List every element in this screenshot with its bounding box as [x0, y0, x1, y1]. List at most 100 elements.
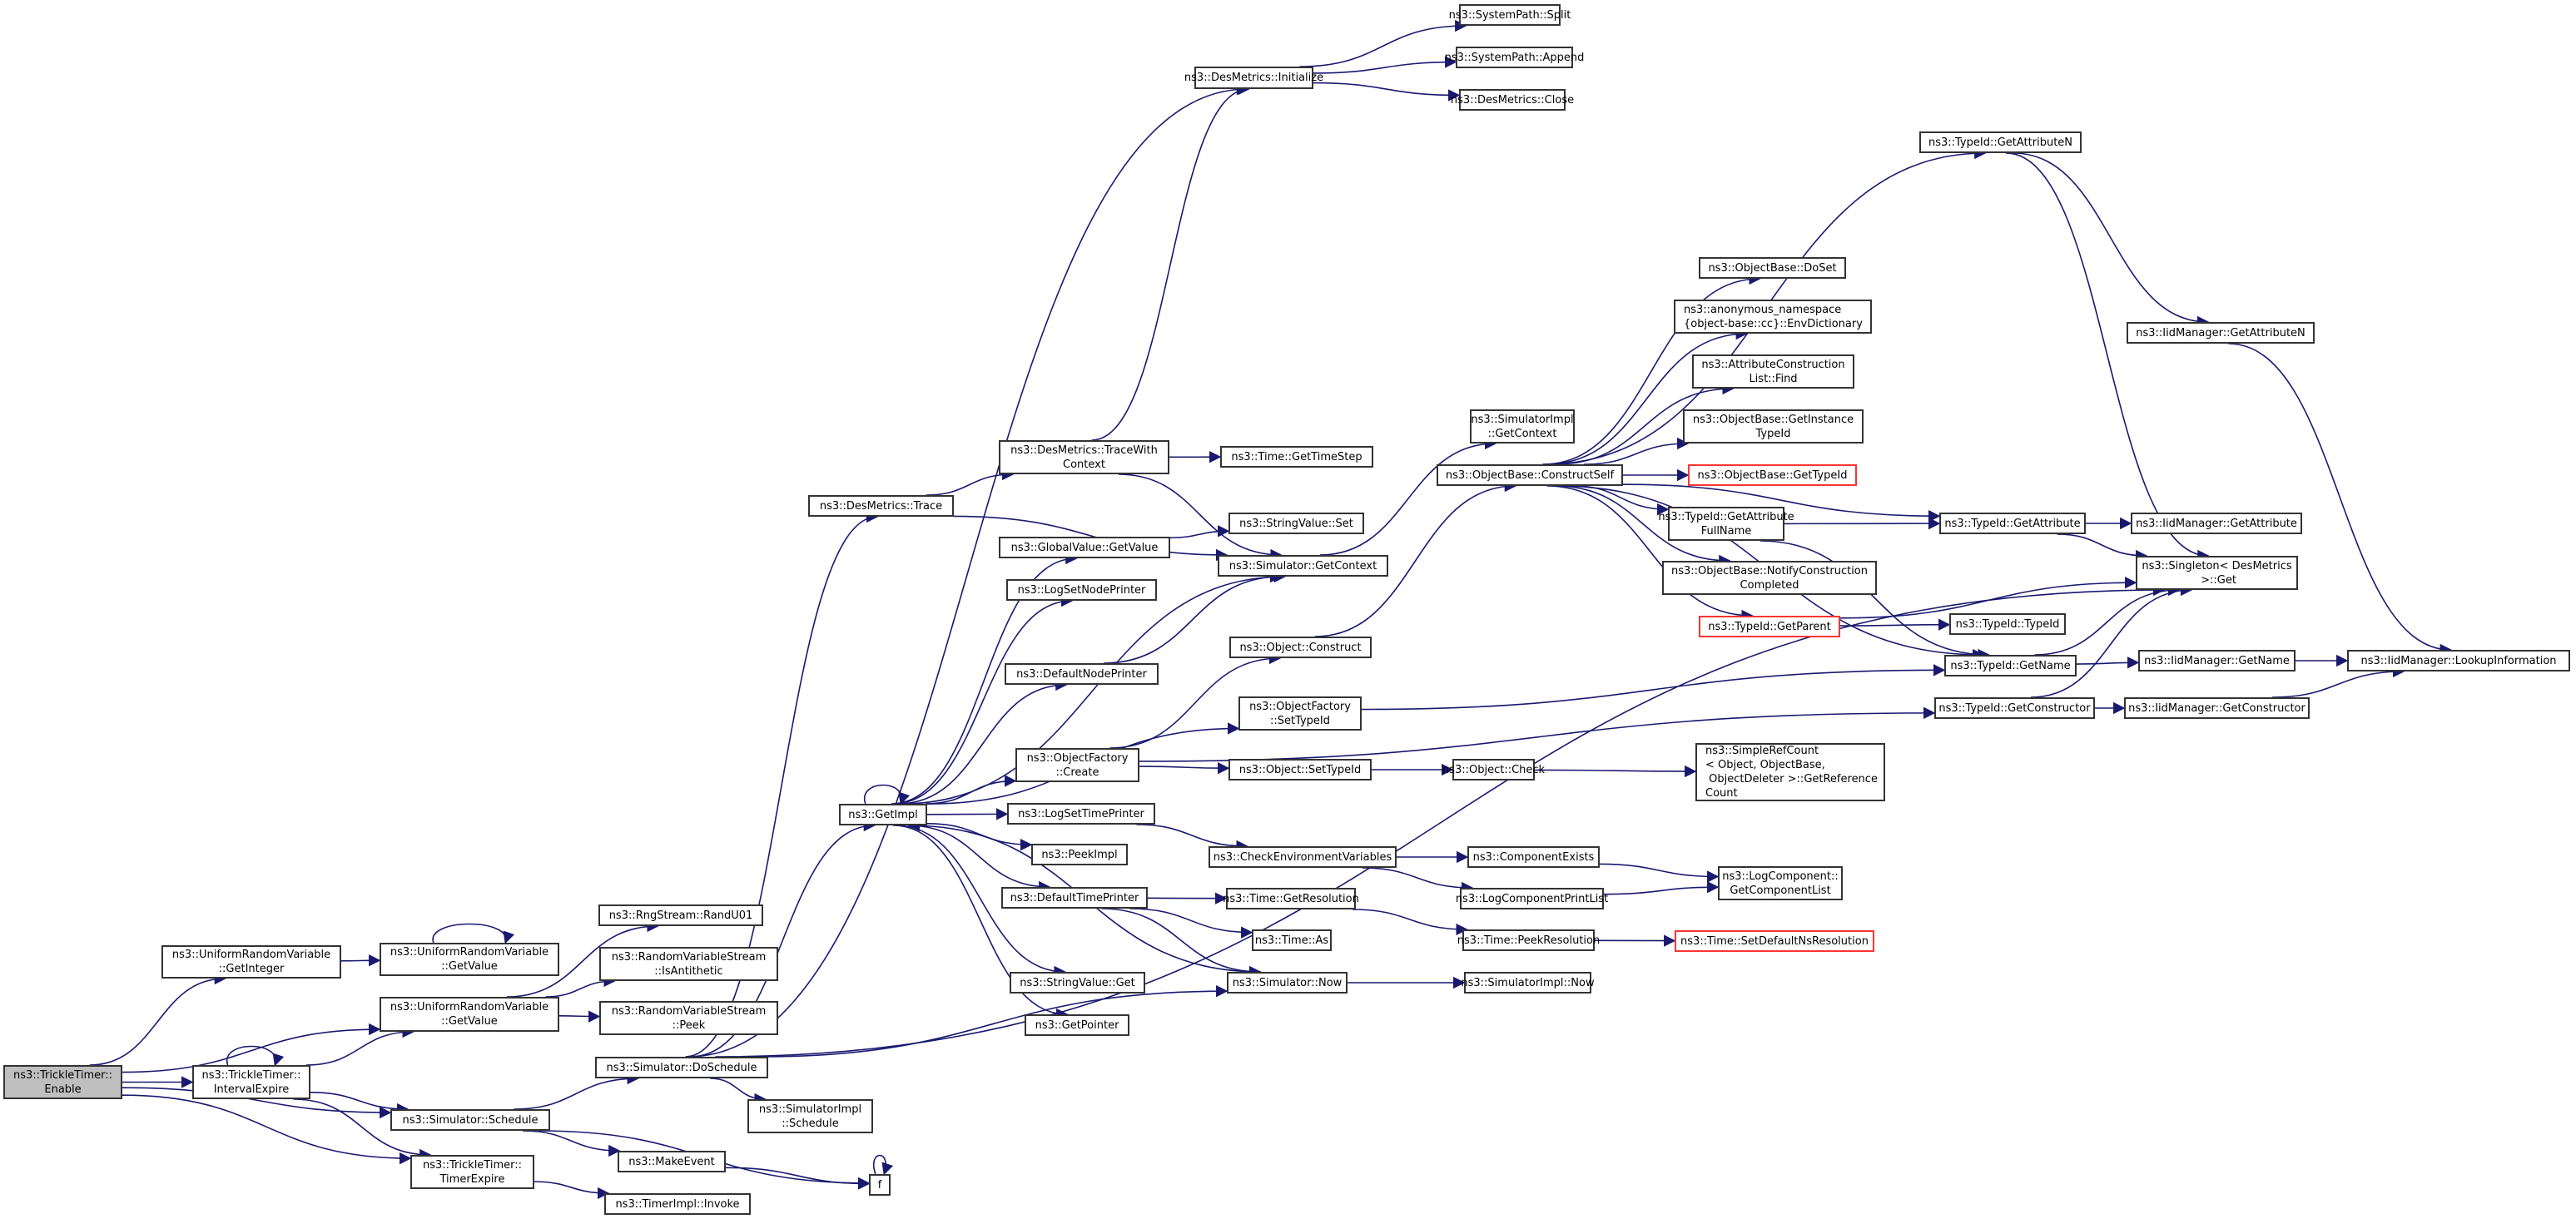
call-edge [293, 1098, 432, 1162]
node-desmetrics-close[interactable]: ns3::DesMetrics::Close [1451, 89, 1574, 111]
node-time-gettimestep[interactable]: ns3::Time::GetTimeStep [1220, 446, 1373, 468]
node-label-line: GetComponentList [1730, 884, 1831, 897]
node-object-settypeid[interactable]: ns3::Object::SetTypeId [1228, 759, 1372, 780]
node-iidmanager-getname[interactable]: ns3::IidManager::GetName [2138, 650, 2296, 671]
node-typeid-getattribute[interactable]: ns3::TypeId::GetAttribute [1939, 513, 2086, 534]
node-desmetrics-initialize[interactable]: ns3::DesMetrics::Initialize [1184, 67, 1323, 89]
node-systempath-split[interactable]: ns3::SystemPath::Split [1449, 4, 1571, 26]
call-edge [1104, 570, 1283, 664]
node-trickletimer-intervalexpire[interactable]: ns3::TrickleTimer::IntervalExpire [192, 1065, 310, 1099]
node-getimpl[interactable]: ns3::GetImpl [839, 804, 927, 825]
node-defaultnodeprinter[interactable]: ns3::DefaultNodePrinter [1005, 663, 1159, 685]
node-desmetrics-trace[interactable]: ns3::DesMetrics::Trace [808, 495, 954, 517]
node-label-line: ns3::Object::SetTypeId [1238, 763, 1362, 776]
node-objectfactory-create[interactable]: ns3::ObjectFactory::Create [1015, 748, 1139, 782]
node-objectbase-gettypeid[interactable]: ns3::ObjectBase::GetTypeId [1688, 464, 1857, 486]
node-simulator-now[interactable]: ns3::Simulator::Now [1227, 972, 1348, 994]
node-urv-getinteger[interactable]: ns3::UniformRandomVariable::GetInteger [161, 945, 341, 979]
node-getpointer[interactable]: ns3::GetPointer [1025, 1014, 1129, 1036]
node-simulatorimpl-now[interactable]: ns3::SimulatorImpl::Now [1461, 972, 1595, 994]
node-objectfactory-settypeid[interactable]: ns3::ObjectFactory::SetTypeId [1238, 696, 1362, 731]
node-objectbase-doset[interactable]: ns3::ObjectBase::DoSet [1699, 257, 1846, 279]
node-simulator-schedule[interactable]: ns3::Simulator::Schedule [390, 1109, 550, 1131]
node-simulatorimpl-getcontext[interactable]: ns3::SimulatorImpl::GetContext [1470, 409, 1575, 443]
call-edge [1583, 437, 1690, 465]
node-label-line: ns3::TypeId::GetParent [1708, 620, 1831, 633]
call-edge [710, 1078, 767, 1106]
node-f[interactable]: f [869, 1174, 891, 1196]
node-simulator-getcontext[interactable]: ns3::Simulator::GetContext [1218, 555, 1388, 577]
call-edge [514, 1072, 640, 1110]
node-objectbase-constructself[interactable]: ns3::ObjectBase::ConstructSelf [1437, 464, 1623, 486]
node-logsettimeprinter[interactable]: ns3::LogSetTimePrinter [1007, 803, 1155, 825]
node-stringvalue-set[interactable]: ns3::StringValue::Set [1228, 513, 1364, 534]
node-iidmanager-getconstructor[interactable]: ns3::IidManager::GetConstructor [2124, 697, 2310, 719]
node-typeid-getconstructor[interactable]: ns3::TypeId::GetConstructor [1934, 697, 2095, 719]
node-simplerefcount-getreferencecount[interactable]: ns3::SimpleRefCount< Object, ObjectBase,… [1695, 743, 1885, 801]
node-label-line: ns3::TypeId::GetConstructor [1938, 701, 2091, 715]
node-makeevent[interactable]: ns3::MakeEvent [618, 1151, 726, 1172]
node-label-line: ::IsAntithetic [654, 964, 723, 978]
node-label-line: ns3::Simulator::DoSchedule [606, 1061, 757, 1074]
call-edge [1169, 525, 1230, 539]
node-label-line: >::Get [2197, 573, 2236, 587]
call-edge [1555, 485, 1731, 567]
node-logcomponentprintlist[interactable]: ns3::LogComponentPrintList [1456, 888, 1608, 909]
node-typeid-getattributen[interactable]: ns3::TypeId::GetAttributeN [1919, 131, 2082, 153]
node-object-check[interactable]: ns3::Object::Check [1442, 759, 1545, 780]
node-logcomponent-getcomponentlist[interactable]: ns3::LogComponent::GetComponentList [1718, 866, 1843, 900]
node-label-line: ::Schedule [782, 1117, 839, 1130]
node-time-getresolution[interactable]: ns3::Time::GetResolution [1223, 888, 1359, 909]
node-label-line: ns3::ObjectBase::GetTypeId [1697, 468, 1848, 482]
node-typeid-typeid[interactable]: ns3::TypeId::TypeId [1949, 613, 2066, 635]
call-edge [892, 825, 1069, 1021]
node-label-line: ns3::GlobalValue::GetValue [1010, 541, 1159, 554]
node-time-as[interactable]: ns3::Time::As [1252, 929, 1332, 951]
node-singleton-desmetrics-get[interactable]: ns3::Singleton< DesMetrics >::Get [2136, 556, 2298, 590]
node-tricktimer-enable[interactable]: ns3::TrickleTimer::Enable [3, 1065, 122, 1099]
node-time-peekresolution[interactable]: ns3::Time::PeekResolution [1457, 929, 1600, 951]
call-edge [898, 678, 1068, 805]
node-label-line: ::GetContext [1487, 427, 1557, 440]
node-rvs-peek[interactable]: ns3::RandomVariableStream::Peek [599, 1001, 778, 1035]
node-iidmanager-lookupinformation[interactable]: ns3::IidManager::LookupInformation [2347, 650, 2570, 671]
node-defaulttimeprinter[interactable]: ns3::DefaultTimePrinter [1001, 887, 1148, 909]
node-label-line: ns3::DesMetrics::TraceWith [1010, 443, 1158, 457]
node-checkenvironmentvariables[interactable]: ns3::CheckEnvironmentVariables [1209, 846, 1397, 868]
node-logsetnodeprinter[interactable]: ns3::LogSetNodePrinter [1006, 579, 1157, 601]
node-iidmanager-getattributen[interactable]: ns3::IidManager::GetAttributeN [2127, 322, 2315, 344]
node-peekimpl[interactable]: ns3::PeekImpl [1031, 844, 1128, 865]
node-iidmanager-getattribute[interactable]: ns3::IidManager::GetAttribute [2131, 513, 2302, 534]
node-simulator-doschedule[interactable]: ns3::Simulator::DoSchedule [595, 1057, 768, 1078]
node-envdictionary[interactable]: ns3::anonymous_namespace{object-base::cc… [1674, 300, 1872, 334]
node-globalvalue-getvalue[interactable]: ns3::GlobalValue::GetValue [999, 537, 1170, 558]
node-componentexists[interactable]: ns3::ComponentExists [1467, 846, 1600, 868]
node-urv-getvalue[interactable]: ns3::UniformRandomVariable::GetValue [380, 943, 559, 976]
node-urv-getvalue[interactable]: ns3::UniformRandomVariable::GetValue [380, 997, 559, 1032]
node-typeid-getname[interactable]: ns3::TypeId::GetName [1944, 655, 2077, 676]
node-object-construct[interactable]: ns3::Object::Construct [1229, 637, 1372, 658]
node-stringvalue-get[interactable]: ns3::StringValue::Get [1010, 972, 1145, 994]
node-systempath-append[interactable]: ns3::SystemPath::Append [1445, 47, 1584, 68]
call-edge [1839, 577, 2137, 619]
node-label-line: ns3::Simulator::GetContext [1228, 559, 1377, 572]
node-label-line: FullName [1700, 524, 1752, 538]
node-label-line: ns3::TrickleTimer:: [201, 1068, 301, 1082]
node-label-line: ns3::IidManager::GetAttribute [2136, 517, 2297, 530]
node-rvs-isantithetic[interactable]: ns3::RandomVariableStream::IsAntithetic [599, 947, 778, 981]
node-trickletimer-timerexpire[interactable]: ns3::TrickleTimer::TimerExpire [410, 1155, 534, 1189]
call-edge [1109, 652, 1282, 749]
node-time-setdefaultnsresolution[interactable]: ns3::Time::SetDefaultNsResolution [1675, 930, 1874, 952]
node-simulatorimpl-schedule[interactable]: ns3::SimulatorImpl::Schedule [747, 1099, 873, 1133]
node-typeid-getparent[interactable]: ns3::TypeId::GetParent [1699, 616, 1840, 637]
node-timerimpl-invoke[interactable]: ns3::TimerImpl::Invoke [604, 1193, 751, 1215]
node-rngstream-randu01[interactable]: ns3::RngStream::RandU01 [598, 904, 763, 926]
call-edge [122, 1087, 392, 1119]
node-label-line: ns3::SystemPath::Split [1448, 8, 1571, 22]
